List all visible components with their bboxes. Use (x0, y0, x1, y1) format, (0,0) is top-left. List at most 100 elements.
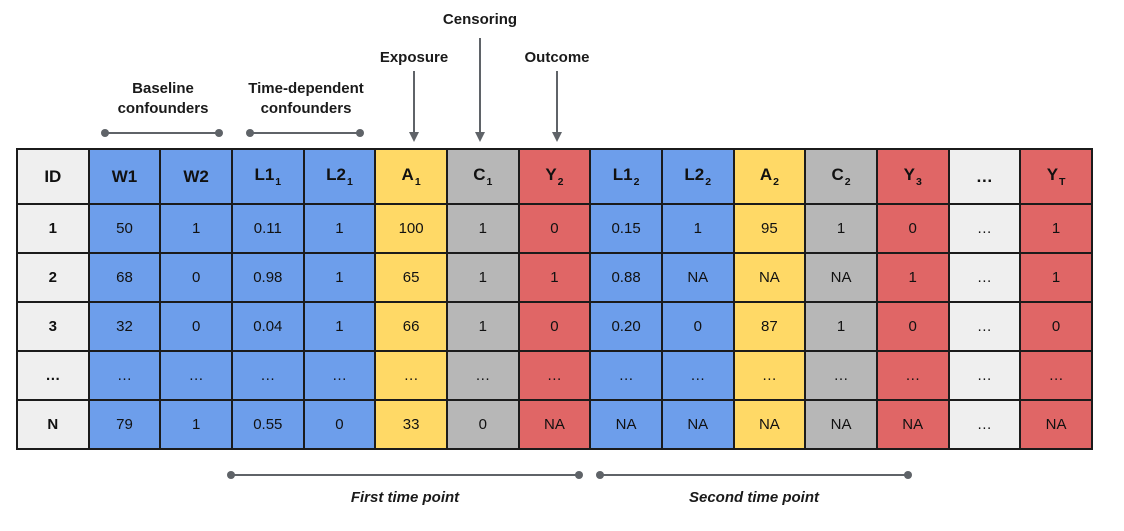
cell-w1-row0: 50 (87, 203, 162, 254)
cell-c_1-row1: 1 (445, 252, 520, 303)
cell-l2_1-row0: 1 (302, 203, 377, 254)
cell-a_1-row0: 100 (374, 203, 448, 254)
cell-y_2-row4: NA (517, 399, 592, 450)
cell-ellipsis-row1: … (947, 252, 1022, 303)
cell-c_2-row3: … (804, 350, 878, 401)
cell-l2_1-row3: … (302, 350, 377, 401)
cell-y_3-row3: … (875, 350, 950, 401)
exposure-label: Exposure (379, 49, 449, 66)
cell-id-row3: … (16, 350, 90, 401)
column-header-ellipsis: … (947, 148, 1022, 205)
cell-y_T-row4: NA (1019, 399, 1093, 450)
time-dependent-confounders-line1: Time-dependent (248, 80, 364, 97)
cell-l2_1-row4: 0 (302, 399, 377, 450)
exposure-arrow-icon (408, 71, 419, 142)
cell-l2_2-row2: 0 (660, 301, 735, 352)
cell-a_2-row4: NA (732, 399, 807, 450)
column-header-y_T: YT (1019, 148, 1093, 205)
time-dependent-confounders-label: Time-dependent confounders (248, 79, 364, 119)
cell-ellipsis-row0: … (947, 203, 1022, 254)
column-header-l1_2: L12 (589, 148, 663, 205)
column-header-y_2: Y2 (517, 148, 592, 205)
cell-a_2-row3: … (732, 350, 807, 401)
censoring-arrow-icon (474, 38, 485, 142)
cell-w2-row4: 1 (159, 399, 233, 450)
cell-c_2-row0: 1 (804, 203, 878, 254)
cell-l2_2-row0: 1 (660, 203, 735, 254)
cell-l2_2-row3: … (660, 350, 735, 401)
second-time-point-bracket (596, 471, 912, 479)
cell-a_1-row3: … (374, 350, 448, 401)
cell-ellipsis-row4: … (947, 399, 1022, 450)
cell-a_2-row1: NA (732, 252, 807, 303)
baseline-confounders-bracket (101, 129, 223, 137)
column-header-y_3: Y3 (875, 148, 950, 205)
cell-w2-row2: 0 (159, 301, 233, 352)
cell-l2_2-row4: NA (660, 399, 735, 450)
cell-a_1-row4: 33 (374, 399, 448, 450)
cell-l1_1-row2: 0.04 (230, 301, 305, 352)
cell-w1-row2: 32 (87, 301, 162, 352)
cell-l1_1-row4: 0.55 (230, 399, 305, 450)
column-header-a_1: A1 (374, 148, 448, 205)
cell-l1_1-row1: 0.98 (230, 252, 305, 303)
cell-c_2-row2: 1 (804, 301, 878, 352)
baseline-confounders-label: Baseline confounders (118, 79, 209, 119)
baseline-confounders-line2: confounders (117, 100, 209, 117)
cell-id-row1: 2 (16, 252, 90, 303)
cell-y_T-row3: … (1019, 350, 1093, 401)
cell-l1_2-row3: … (589, 350, 663, 401)
cell-l1_2-row0: 0.15 (589, 203, 663, 254)
cell-id-row4: N (16, 399, 90, 450)
time-dependent-confounders-bracket (246, 129, 364, 137)
cell-w1-row3: … (87, 350, 162, 401)
cell-y_3-row1: 1 (875, 252, 950, 303)
outcome-label: Outcome (524, 49, 590, 66)
cell-l1_2-row1: 0.88 (589, 252, 663, 303)
column-header-l2_2: L22 (660, 148, 735, 205)
cell-c_1-row0: 1 (445, 203, 520, 254)
cell-l1_2-row2: 0.20 (589, 301, 663, 352)
cell-y_3-row0: 0 (875, 203, 950, 254)
cell-w1-row1: 68 (87, 252, 162, 303)
first-time-point-label: First time point (350, 489, 460, 506)
cell-ellipsis-row2: … (947, 301, 1022, 352)
table-row-…: ……………………………………… (16, 350, 1093, 401)
cell-c_1-row4: 0 (445, 399, 520, 450)
column-header-w1: W1 (87, 148, 162, 205)
cell-c_1-row3: … (445, 350, 520, 401)
cell-a_2-row0: 95 (732, 203, 807, 254)
cell-c_2-row1: NA (804, 252, 878, 303)
cell-l2_2-row1: NA (660, 252, 735, 303)
cell-l2_1-row2: 1 (302, 301, 377, 352)
cell-y_3-row4: NA (875, 399, 950, 450)
cell-w2-row1: 0 (159, 252, 233, 303)
column-header-c_1: C1 (445, 148, 520, 205)
cell-id-row0: 1 (16, 203, 90, 254)
cell-w2-row0: 1 (159, 203, 233, 254)
second-time-point-label: Second time point (688, 489, 820, 506)
cell-y_T-row0: 1 (1019, 203, 1093, 254)
column-header-c_2: C2 (804, 148, 878, 205)
cell-y_T-row1: 1 (1019, 252, 1093, 303)
cell-y_2-row1: 1 (517, 252, 592, 303)
cell-id-row2: 3 (16, 301, 90, 352)
cell-l1_1-row0: 0.11 (230, 203, 305, 254)
column-header-w2: W2 (159, 148, 233, 205)
cell-y_3-row2: 0 (875, 301, 950, 352)
column-header-id: ID (16, 148, 90, 205)
cell-y_2-row2: 0 (517, 301, 592, 352)
column-header-l2_1: L21 (302, 148, 377, 205)
censoring-label: Censoring (442, 11, 518, 28)
cell-c_2-row4: NA (804, 399, 878, 450)
time-dependent-confounders-line2: confounders (260, 100, 352, 117)
cell-a_1-row2: 66 (374, 301, 448, 352)
cell-a_1-row1: 65 (374, 252, 448, 303)
